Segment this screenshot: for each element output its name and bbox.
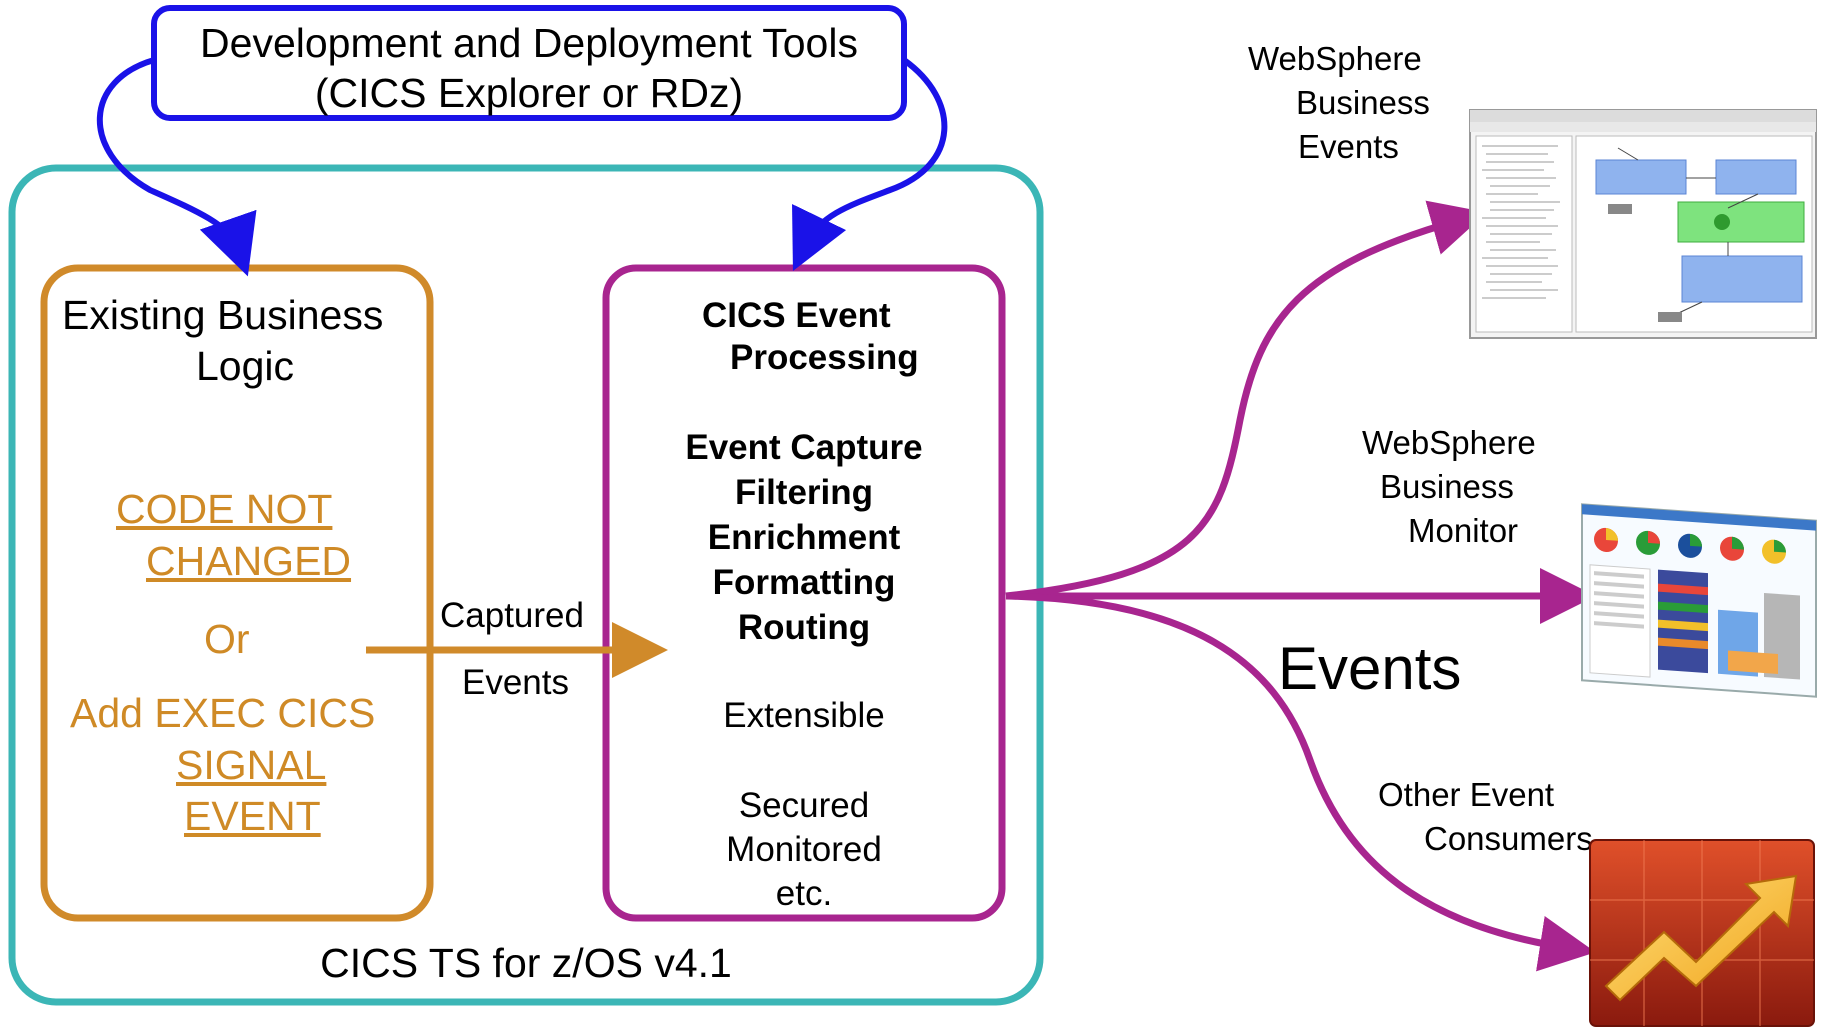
step-routing: Routing [737,608,871,647]
events-sublabel: Events [462,663,569,702]
or-label: Or [204,616,250,662]
extensible-label: Extensible [723,696,885,735]
step-enrichment: Enrichment [707,518,901,557]
wbe-label-line1: WebSphere [1248,40,1422,77]
add-exec-cics-line1: Add EXEC CICS [70,690,376,736]
arrow-to-other [1005,592,1596,972]
secured-label: Secured [738,786,870,825]
wbm-label-line3: Monitor [1408,512,1519,549]
etc-label: etc. [775,874,833,913]
event-processing-title1: CICS Event [702,296,891,335]
step-event-capture: Event Capture [685,428,923,467]
step-filtering: Filtering [734,473,874,512]
growth-chart-icon [1589,839,1815,1027]
arrow-to-wbe [1005,200,1487,600]
add-exec-cics-line2: SIGNAL [176,742,327,788]
business-title-line2: Logic [196,343,295,389]
monitored-label: Monitored [726,830,882,869]
other-label-line1: Other Event [1378,776,1555,813]
business-title-line1: Existing Business [62,292,384,338]
event-processing-title2: Processing [730,338,919,377]
tools-arrow-left [96,57,257,277]
code-not-changed-line2: CHANGED [146,538,352,584]
cics-ts-label: CICS TS for z/OS v4.1 [320,940,732,986]
event-steps-list: Event Capture Filtering Enrichment Forma… [606,428,1002,653]
code-not-changed-line1: CODE NOT [116,486,333,532]
wbm-label-line1: WebSphere [1362,424,1536,461]
wbe-label-line3: Events [1298,128,1399,165]
other-label-line2: Consumers [1424,820,1593,857]
step-formatting: Formatting [712,563,896,602]
wbm-label-line2: Business [1380,468,1514,505]
events-label: Events [1278,635,1462,702]
captured-label: Captured [440,596,584,635]
wbe-label-line2: Business [1296,84,1430,121]
cics-ts-container [8,164,1044,1006]
tools-title: Development and Deployment Tools [200,20,858,66]
tools-arrow-right [792,57,948,272]
add-exec-cics-line3: EVENT [184,793,321,839]
tools-subtitle: (CICS Explorer or RDz) [314,70,744,116]
dashboard-screenshot-icon [1581,503,1817,698]
workflow-screenshot-icon [1469,109,1817,339]
